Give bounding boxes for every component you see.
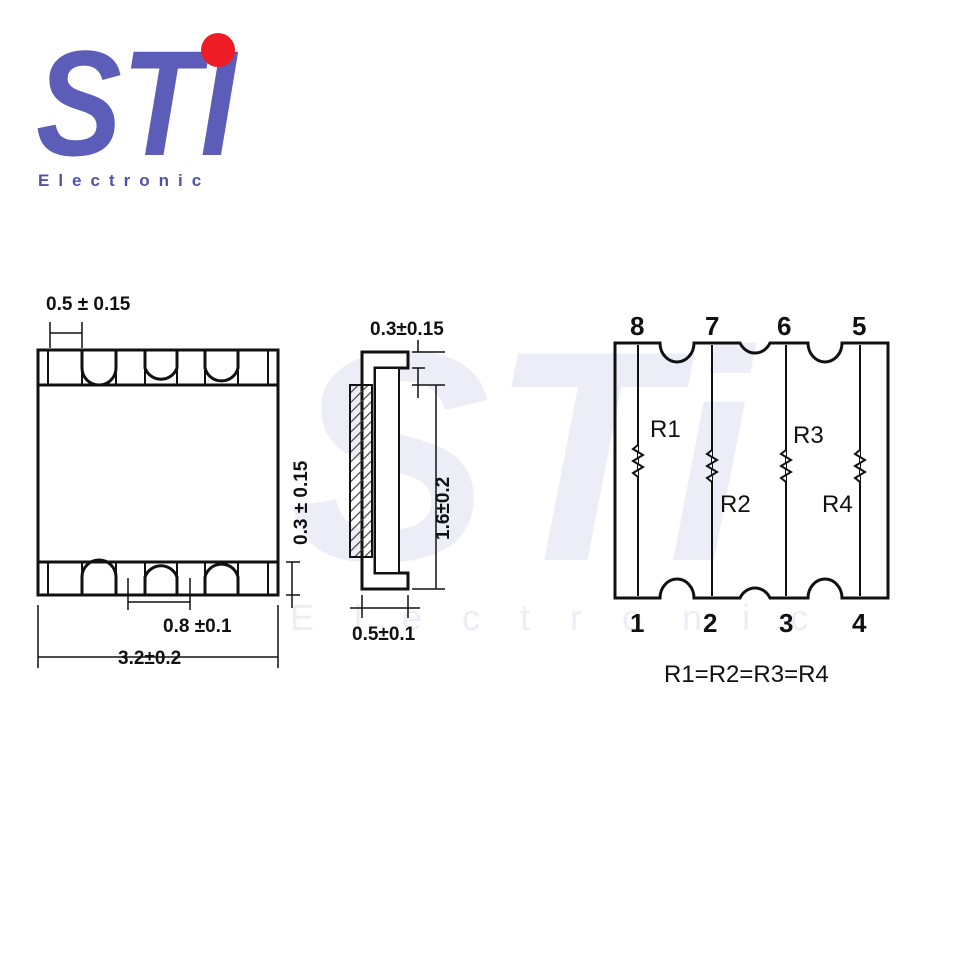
watermark-tagline: Electronic [290,597,848,638]
resistor-r4-symbol [853,449,867,483]
pin-label-1: 1 [630,608,644,638]
pin-label-4: 4 [852,608,867,638]
resistor-symbols [631,444,867,483]
dim-pitch: 0.8 ±0.1 [163,616,232,637]
dim-width: 1.6±0.2 [433,477,454,540]
resistor-label-r3: R3 [793,422,824,449]
top-view-drawing [36,322,300,668]
pin-label-3: 3 [779,608,793,638]
resistor-label-r1: R1 [650,416,681,443]
logo-tagline: Electronic [38,171,210,190]
dim-terminal: 0.3±0.15 [370,319,444,340]
logo-dot [201,33,235,67]
pin-label-8: 8 [630,311,644,341]
pin-label-5: 5 [852,311,866,341]
resistor-equation: R1=R2=R3=R4 [664,661,829,688]
dim-length: 3.2±0.2 [118,648,181,669]
resistor-label-r4: R4 [822,491,853,518]
pin-label-2: 2 [703,608,717,638]
dim-pad-width: 0.5 ± 0.15 [46,294,131,315]
resistor-label-r2: R2 [720,491,751,518]
side-view-drawing [349,340,445,618]
pin-label-6: 6 [777,311,791,341]
dim-pad-depth: 0.3 ± 0.15 [291,460,312,545]
company-logo: STI Electronic [36,19,239,190]
pin-label-7: 7 [705,311,719,341]
dim-thickness: 0.5±0.1 [352,624,416,645]
resistor-r3-symbol [779,449,793,483]
resistor-r1-symbol [631,444,645,478]
resistor-r2-symbol [705,449,719,483]
